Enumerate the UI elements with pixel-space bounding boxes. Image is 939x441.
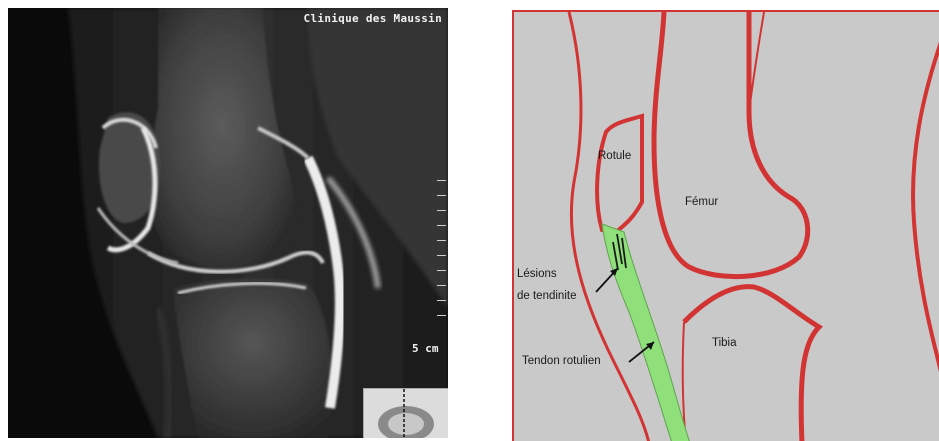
clinic-watermark: Clinique des Maussin [304, 12, 442, 25]
mri-knee-drawing [8, 8, 448, 438]
knee-schematic-drawing: Rotule Fémur Tibia Lésions de tendinite … [514, 12, 939, 441]
knee-schematic: Rotule Fémur Tibia Lésions de tendinite … [512, 10, 939, 441]
femur-label: Fémur [685, 196, 718, 208]
tendon-label: Tendon rotulien [522, 355, 601, 367]
tibia-outline [684, 287, 819, 441]
scale-ruler [437, 180, 447, 330]
localizer-inset [363, 388, 448, 438]
skin-outline-right [913, 42, 939, 372]
femur-outline [654, 12, 808, 277]
lesions-label-line2: de tendinite [517, 290, 576, 302]
lesions-label-line1: Lésions [517, 268, 557, 280]
localizer-thumbnail [364, 389, 448, 438]
tibia-label: Tibia [712, 337, 737, 349]
scale-label: 5 cm [412, 342, 439, 355]
patella-outline [597, 116, 642, 232]
mri-knee-image: Clinique des Maussin 5 cm [8, 8, 448, 438]
rotule-label: Rotule [598, 150, 631, 162]
